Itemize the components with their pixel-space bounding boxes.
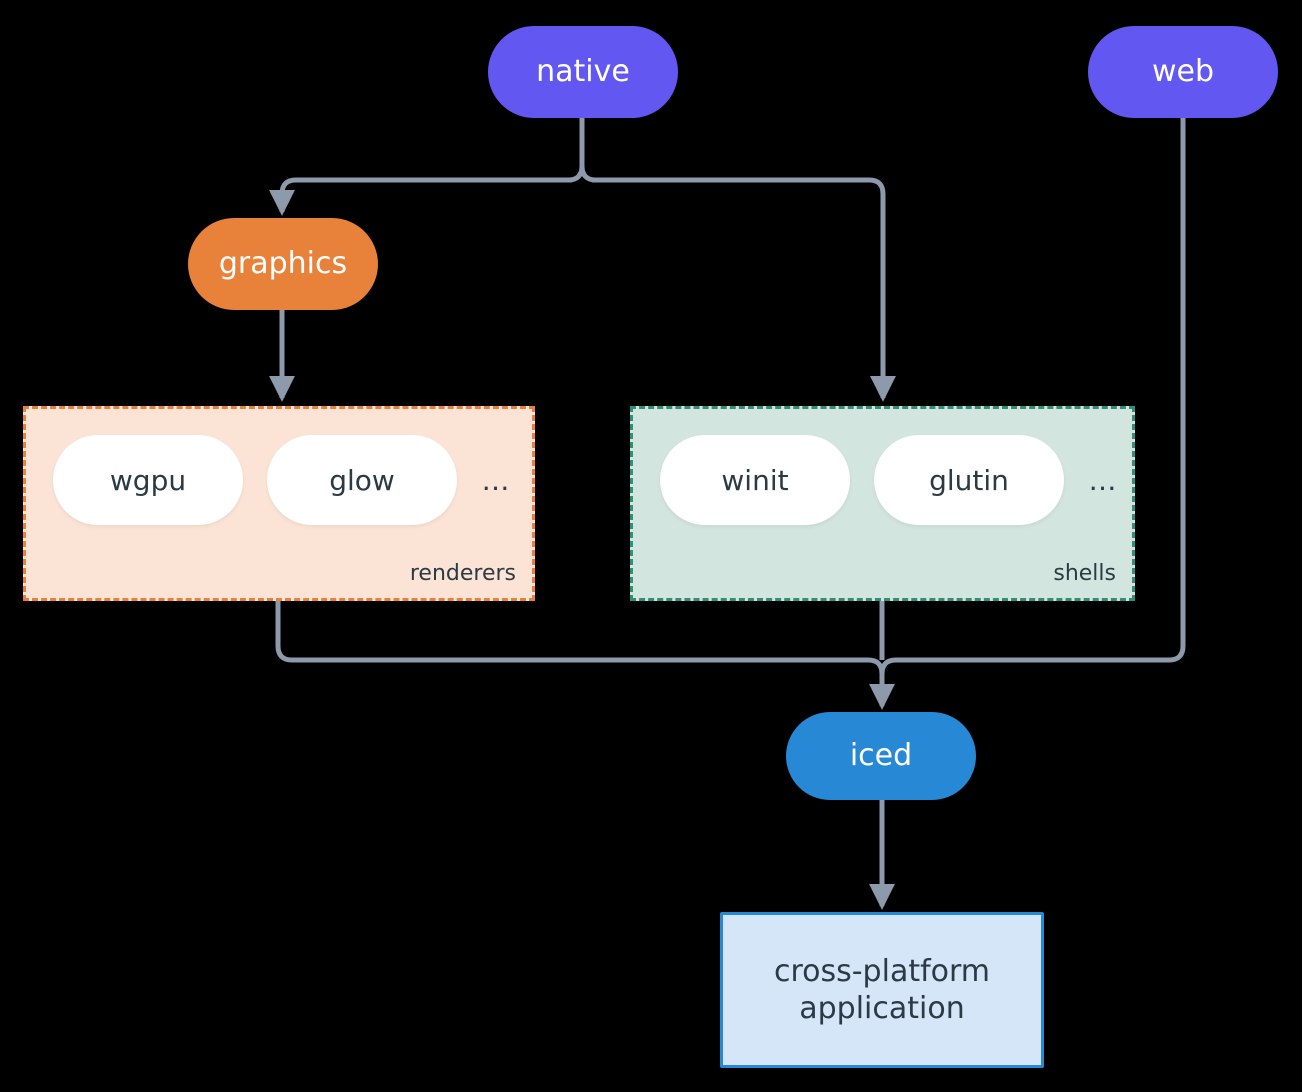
edge-merge-right-curve — [879, 657, 897, 675]
renderers-overflow-label: … — [481, 463, 511, 497]
node-iced[interactable]: iced — [786, 712, 976, 800]
edge-native-to-shells — [592, 177, 896, 402]
node-web-label: web — [1151, 54, 1215, 90]
node-web[interactable]: web — [1088, 26, 1278, 118]
cluster-shells-label: shells — [1053, 561, 1116, 586]
node-glow[interactable]: glow — [267, 435, 457, 525]
cluster-renderers-label: renderers — [409, 561, 516, 586]
edge-native-trunk-left — [567, 165, 585, 183]
cluster-renderers: wgpu glow … renderers — [23, 406, 535, 601]
node-native[interactable]: native — [488, 26, 678, 118]
application-label-line1: cross-platform — [773, 953, 991, 989]
node-wgpu[interactable]: wgpu — [53, 435, 243, 525]
node-winit[interactable]: winit — [660, 435, 850, 525]
renderers-overflow-ellipsis: … — [473, 435, 519, 525]
node-native-label: native — [536, 54, 630, 90]
node-graphics[interactable]: graphics — [188, 218, 378, 310]
node-iced-label: iced — [849, 738, 913, 774]
edge-native-trunk — [579, 118, 597, 183]
node-winit-label: winit — [721, 463, 789, 497]
cluster-shells: winit glutin … shells — [630, 406, 1135, 601]
shells-overflow-label: … — [1088, 463, 1118, 497]
node-glutin[interactable]: glutin — [874, 435, 1064, 525]
node-cross-platform-application[interactable]: cross-platform application — [720, 912, 1044, 1068]
node-graphics-label: graphics — [218, 246, 348, 282]
edge-native-to-graphics — [269, 177, 572, 216]
node-wgpu-label: wgpu — [109, 463, 187, 497]
edge-renderers-to-iced — [275, 601, 868, 663]
shells-overflow-ellipsis: … — [1080, 435, 1126, 525]
edge-merge-to-iced — [867, 657, 895, 710]
application-label-line2: application — [799, 991, 965, 1026]
node-glutin-label: glutin — [929, 463, 1009, 497]
node-glow-label: glow — [329, 463, 395, 497]
